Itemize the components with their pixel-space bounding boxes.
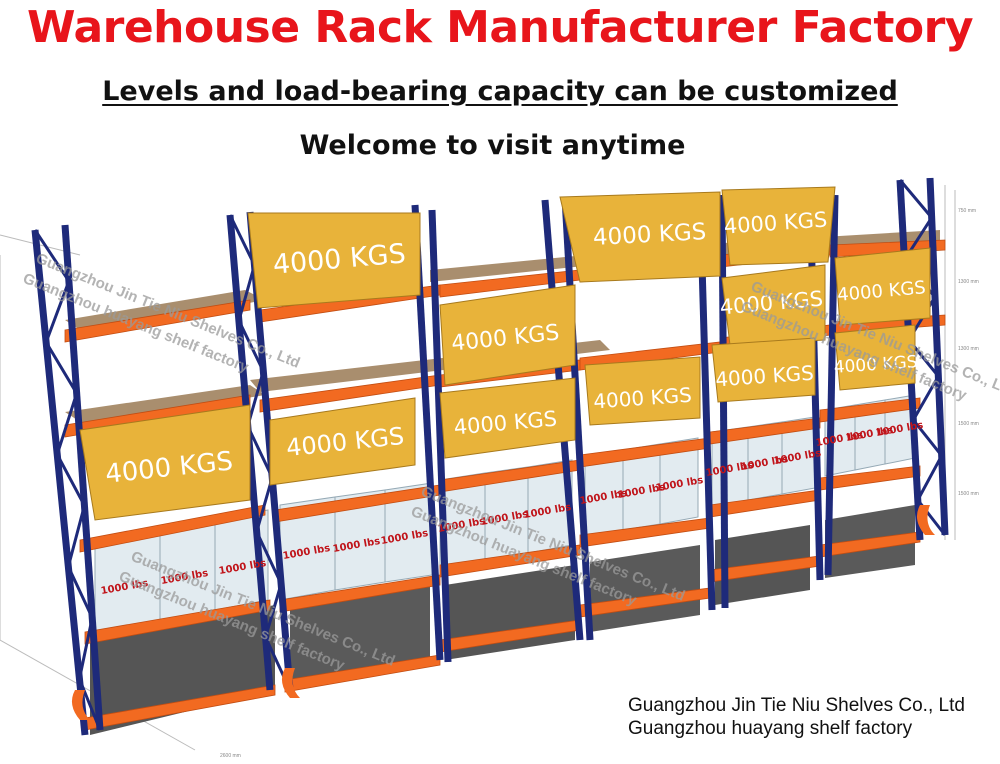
heavy-box-9: [584, 356, 701, 426]
heavy-box-6: [79, 404, 251, 521]
dimension-label-level2: 1300 mm: [958, 279, 979, 285]
upright-11: [824, 194, 839, 576]
heavy-box-label-1: 4000 KGS: [592, 219, 707, 251]
heavy-box-2: [721, 186, 836, 266]
bottom-crates: [90, 505, 915, 735]
heavy-box-0: [247, 212, 421, 309]
bracing-0: [33, 229, 102, 731]
beam-18: [84, 599, 271, 645]
heavy-box-5: [834, 247, 931, 326]
foot-guard-1: [281, 668, 300, 698]
subtitle-text: Levels and load-bearing capacity can be …: [102, 76, 898, 107]
dimension-label-bottom: 1500 mm: [958, 491, 979, 497]
foot-guard-2: [916, 505, 935, 535]
factory-name: Guangzhou huayang shelf factory: [628, 718, 913, 739]
upright-0: [31, 229, 89, 736]
upright-5: [428, 209, 452, 663]
page-title: Warehouse Rack Manufacturer Factory: [26, 2, 974, 53]
heavy-box-3: [439, 284, 576, 386]
beam-12: [79, 504, 266, 553]
upright-7: [561, 197, 594, 641]
dimension-label-top: 750 mm: [958, 208, 976, 214]
bracing-2: [898, 179, 947, 536]
uprights: [31, 177, 949, 736]
heavy-box-8: [439, 377, 576, 459]
upright-13: [926, 177, 949, 536]
upright-1: [61, 224, 104, 731]
heavy-box-10: [711, 337, 816, 403]
dimension-label-level3: 1300 mm: [958, 346, 979, 352]
company-info: Guangzhou Jin Tie Niu Shelves Co., Ltd G…: [628, 694, 965, 740]
heavy-box-1: [559, 191, 721, 283]
beam-0: [64, 299, 251, 343]
rack-illustration: 750 mm 1300 mm 1300 mm 1500 mm 1500 mm 2…: [0, 177, 1000, 759]
beam-20: [439, 544, 581, 578]
dimension-label-length: 2600 mm: [220, 753, 241, 759]
company-name: Guangzhou Jin Tie Niu Shelves Co., Ltd: [628, 695, 965, 716]
heavy-box-7: [269, 397, 416, 486]
foot-guard-0: [71, 690, 90, 720]
tagline: Welcome to visit anytime: [299, 130, 686, 161]
subtitle: Levels and load-bearing capacity can be …: [0, 76, 1000, 107]
heavy-box-11: [834, 324, 916, 391]
heavy-box-4: [721, 264, 826, 346]
dimension-label-level4: 1500 mm: [958, 421, 979, 427]
bracing-1: [228, 214, 292, 691]
